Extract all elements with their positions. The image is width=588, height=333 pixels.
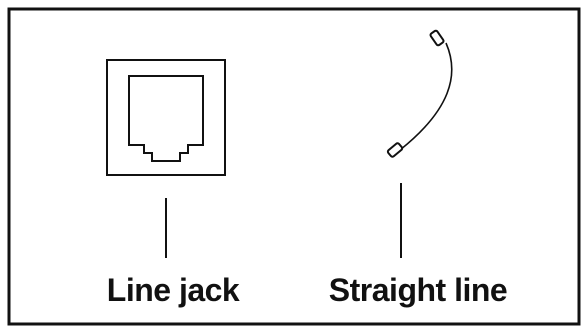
cord-plug-top — [429, 29, 445, 47]
cord-plug-bottom — [386, 142, 404, 158]
straight-line-label: Straight line — [328, 272, 508, 308]
cord-wire — [399, 42, 453, 151]
phone-line-jack-icon — [106, 59, 226, 176]
jack-outer-square — [106, 59, 226, 176]
straight-phone-cord-icon — [386, 29, 453, 158]
line-jack-label: Line jack — [106, 272, 240, 308]
outer-border — [7, 7, 581, 326]
jack-socket-opening — [128, 75, 204, 162]
